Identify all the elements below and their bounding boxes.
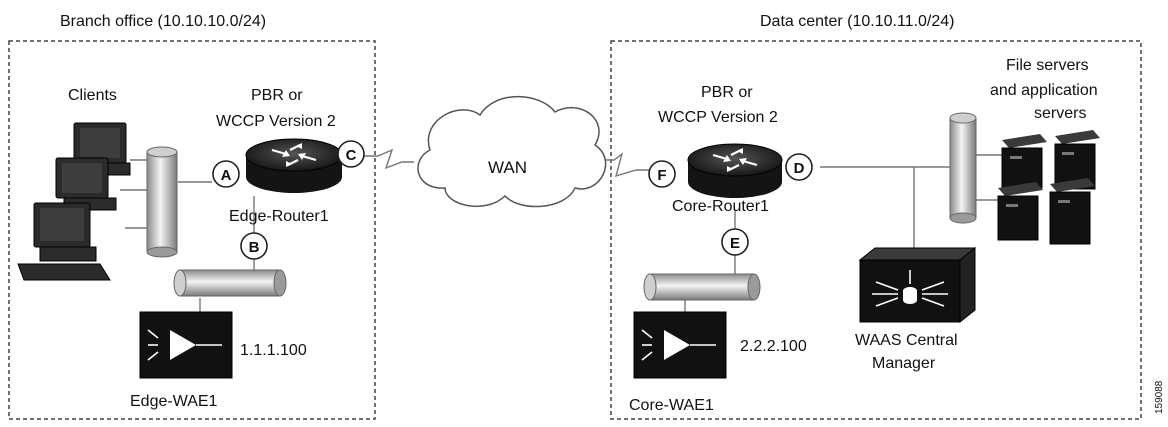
interface-a-badge: A (212, 160, 240, 188)
servers-icon (997, 130, 1100, 245)
datacenter-title: Data center (10.10.11.0/24) (760, 13, 955, 30)
core-router-name: Core-Router1 (672, 198, 769, 215)
edge-wae-icon (139, 311, 233, 379)
core-wae-icon (633, 311, 727, 379)
branch-switch-icon (146, 146, 178, 258)
servers-label-line1: File servers (1006, 57, 1089, 74)
wan-label: WAN (488, 158, 527, 177)
edge-wae-ip: 1.1.1.100 (240, 342, 307, 359)
interface-f-badge: F (648, 160, 676, 188)
svg-text:E: E (730, 235, 740, 252)
datacenter-switch-icon (949, 112, 977, 224)
interface-d-badge: D (785, 153, 813, 181)
servers-label-line2: and application (990, 82, 1098, 99)
waas-central-manager-icon (858, 246, 977, 324)
svg-text:B: B (249, 239, 260, 256)
wan-cloud-icon (417, 95, 607, 208)
servers-label-line3: servers (1034, 105, 1086, 122)
core-router-protocol-line2: WCCP Version 2 (658, 109, 778, 126)
branch-office-border (8, 40, 376, 420)
edge-router-protocol-line2: WCCP Version 2 (216, 113, 336, 130)
edge-router-name: Edge-Router1 (229, 208, 329, 225)
waas-manager-label-line1: WAAS Central (855, 332, 958, 349)
interface-e-badge: E (721, 228, 749, 256)
figure-id: 159088 (1154, 380, 1165, 414)
datacenter-border (610, 40, 1142, 420)
interface-c-badge: C (337, 140, 365, 168)
svg-text:F: F (657, 167, 666, 184)
core-router-protocol-line1: PBR or (701, 84, 753, 101)
core-wae-name: Core-WAE1 (629, 397, 714, 414)
clients-computers-icon (17, 122, 131, 281)
core-router-icon (687, 143, 783, 198)
edge-router-icon (245, 138, 343, 193)
edge-router-protocol-line1: PBR or (251, 87, 303, 104)
edge-wae-name: Edge-WAE1 (130, 393, 218, 410)
core-wae-ip: 2.2.2.100 (740, 338, 807, 355)
svg-text:A: A (221, 167, 232, 184)
clients-label: Clients (68, 87, 117, 104)
datacenter-lan-segment-icon (643, 273, 761, 301)
waas-manager-label-line2: Manager (872, 355, 936, 372)
svg-text:D: D (794, 160, 805, 177)
svg-text:C: C (346, 147, 357, 164)
branch-office-title: Branch office (10.10.10.0/24) (60, 13, 266, 30)
interface-b-badge: B (240, 232, 268, 260)
branch-lan-segment-icon (173, 269, 287, 297)
